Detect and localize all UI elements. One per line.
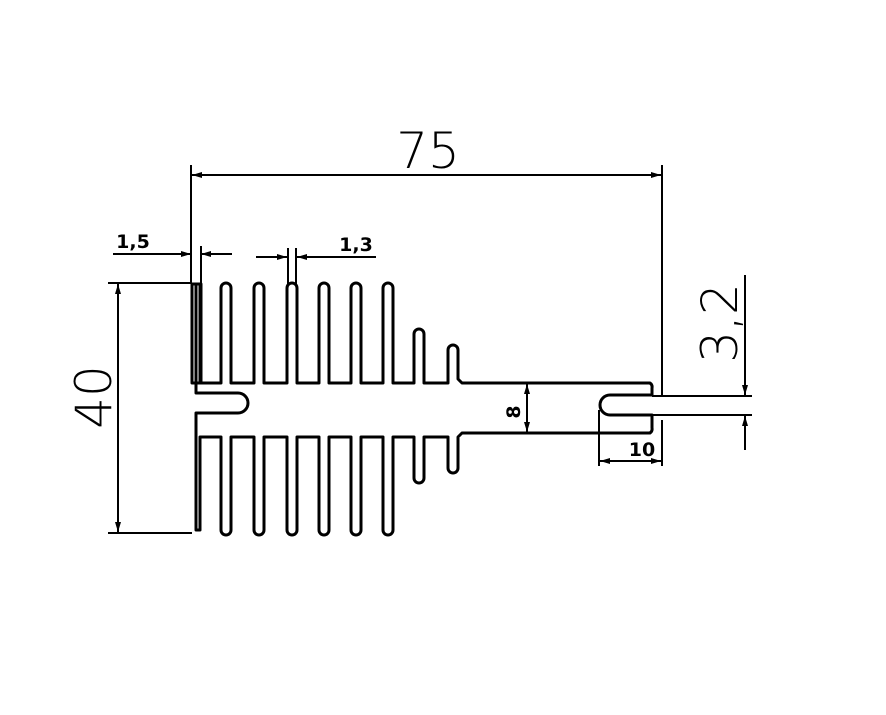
profile-outer-contour xyxy=(194,281,654,537)
label-slot-depth: 10 xyxy=(629,439,655,461)
dim-base-thickness xyxy=(113,246,232,284)
label-slot-width: 3,2 xyxy=(691,283,749,363)
label-fin-thickness: 1,3 xyxy=(339,234,373,256)
dim-fin-thickness xyxy=(256,248,376,286)
dim-overall-height xyxy=(108,282,192,534)
heatsink-profile xyxy=(190,281,654,537)
label-base-thickness: 1,5 xyxy=(116,231,150,253)
dim-slot-depth xyxy=(598,410,663,466)
label-overall-width: 75 xyxy=(396,122,460,180)
dim-slot-width xyxy=(652,275,752,450)
label-web-thickness: 8 xyxy=(503,405,525,418)
dim-overall-width xyxy=(190,165,663,395)
label-overall-height: 40 xyxy=(65,365,123,429)
